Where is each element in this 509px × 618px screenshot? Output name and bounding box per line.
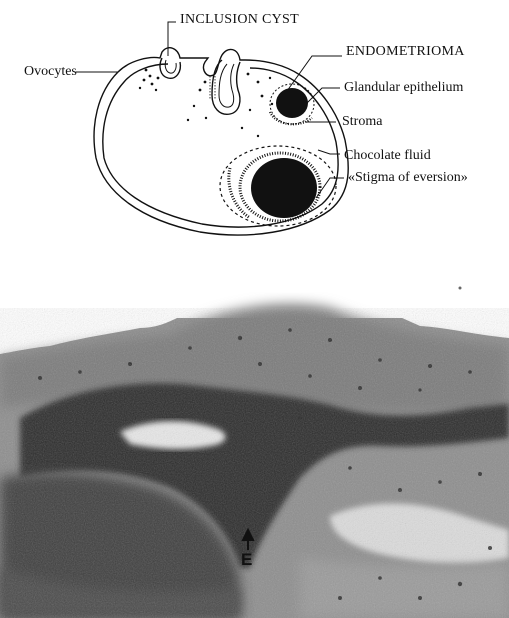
ovary-diagram — [0, 0, 509, 260]
ovocyte-dots — [139, 69, 273, 138]
label-chocolate-fluid: Chocolate fluid — [344, 148, 431, 164]
inclusion-cyst — [160, 58, 180, 78]
label-inclusion-cyst: INCLUSION CYST — [180, 12, 299, 28]
epithelium-marker-label: E — [241, 550, 252, 570]
cortical-invagination-inner — [219, 64, 234, 107]
histology-micrograph — [0, 268, 509, 618]
label-stigma-of-eversion: «Stigma of eversion» — [348, 170, 468, 186]
inclusion-cyst-inner — [165, 60, 176, 73]
large-endometrioma — [220, 146, 336, 226]
label-ovocytes: Ovocytes — [24, 64, 77, 80]
cortical-invagination — [212, 60, 240, 114]
label-glandular-epithelium: Glandular epithelium — [344, 80, 463, 96]
label-stroma: Stroma — [342, 114, 382, 130]
label-endometrioma: ENDOMETRIOMA — [346, 44, 465, 60]
small-endometrioma — [270, 84, 314, 124]
